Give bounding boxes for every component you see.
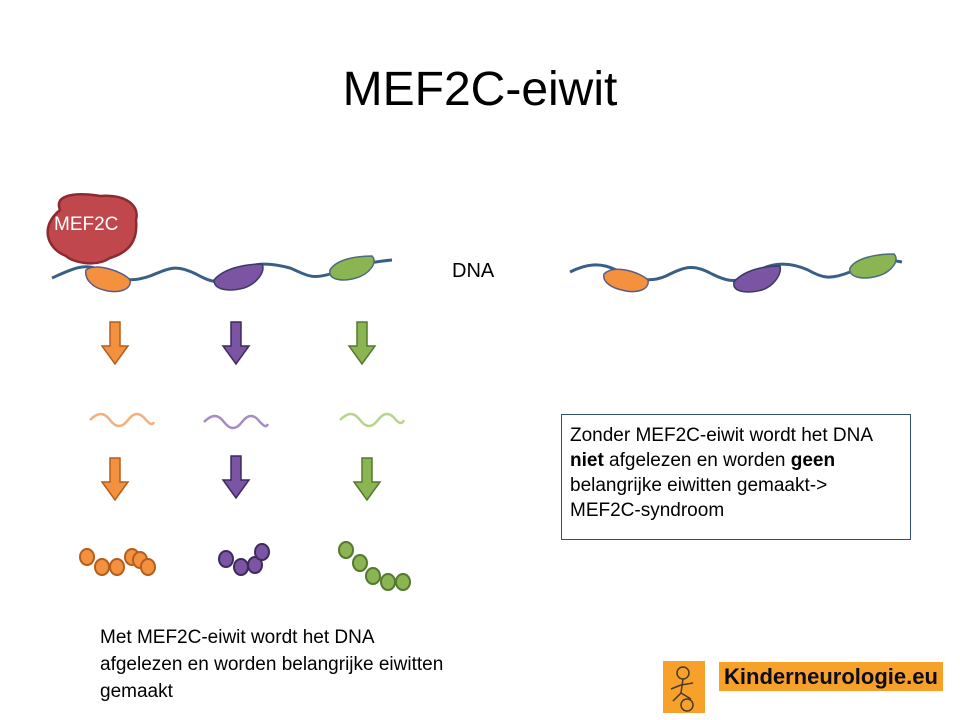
dna-label: DNA xyxy=(452,260,495,282)
slide-title: MEF2C-eiwit xyxy=(342,63,618,116)
note-text-part2: afgelezen en worden xyxy=(603,450,791,471)
protein-chain-purple xyxy=(218,543,270,576)
note-text-part1: Zonder MEF2C-eiwit wordt het DNA xyxy=(570,425,872,446)
note-without-mef2c: Zonder MEF2C-eiwit wordt het DNA niet af… xyxy=(561,414,911,540)
arrow-orange-1 xyxy=(100,321,130,366)
mef2c-label: MEF2C xyxy=(54,214,119,235)
gene-purple-right xyxy=(733,265,782,293)
note-bold-geen: geen xyxy=(790,450,836,471)
gene-green-right xyxy=(849,253,897,279)
gene-orange-left xyxy=(85,266,131,293)
logo-text: Kinderneurologie.eu xyxy=(719,662,943,691)
logo-figure-icon xyxy=(663,661,705,713)
arrow-orange-2 xyxy=(100,457,130,502)
gene-purple-left xyxy=(213,263,264,291)
protein-chain-green xyxy=(338,541,411,591)
protein-chain-orange xyxy=(79,548,156,576)
arrow-green-2 xyxy=(352,457,382,502)
mrna-green xyxy=(339,412,406,428)
arrow-green-1 xyxy=(347,321,377,366)
mrna-orange xyxy=(89,412,156,428)
kinderneurologie-logo: Kinderneurologie.eu xyxy=(663,661,943,713)
mrna-purple xyxy=(203,414,270,430)
arrow-purple-1 xyxy=(221,321,251,366)
gene-orange-right xyxy=(603,268,649,293)
arrow-purple-2 xyxy=(221,455,251,500)
caption-with-mef2c: Met MEF2C-eiwit wordt het DNA afgelezen … xyxy=(100,627,444,702)
note-bold-niet: niet xyxy=(570,450,604,471)
note-text-part3: belangrijke eiwitten gemaakt-> MEF2C-syn… xyxy=(570,475,828,521)
mef2c-protein xyxy=(46,193,138,265)
gene-green-left xyxy=(329,255,375,281)
